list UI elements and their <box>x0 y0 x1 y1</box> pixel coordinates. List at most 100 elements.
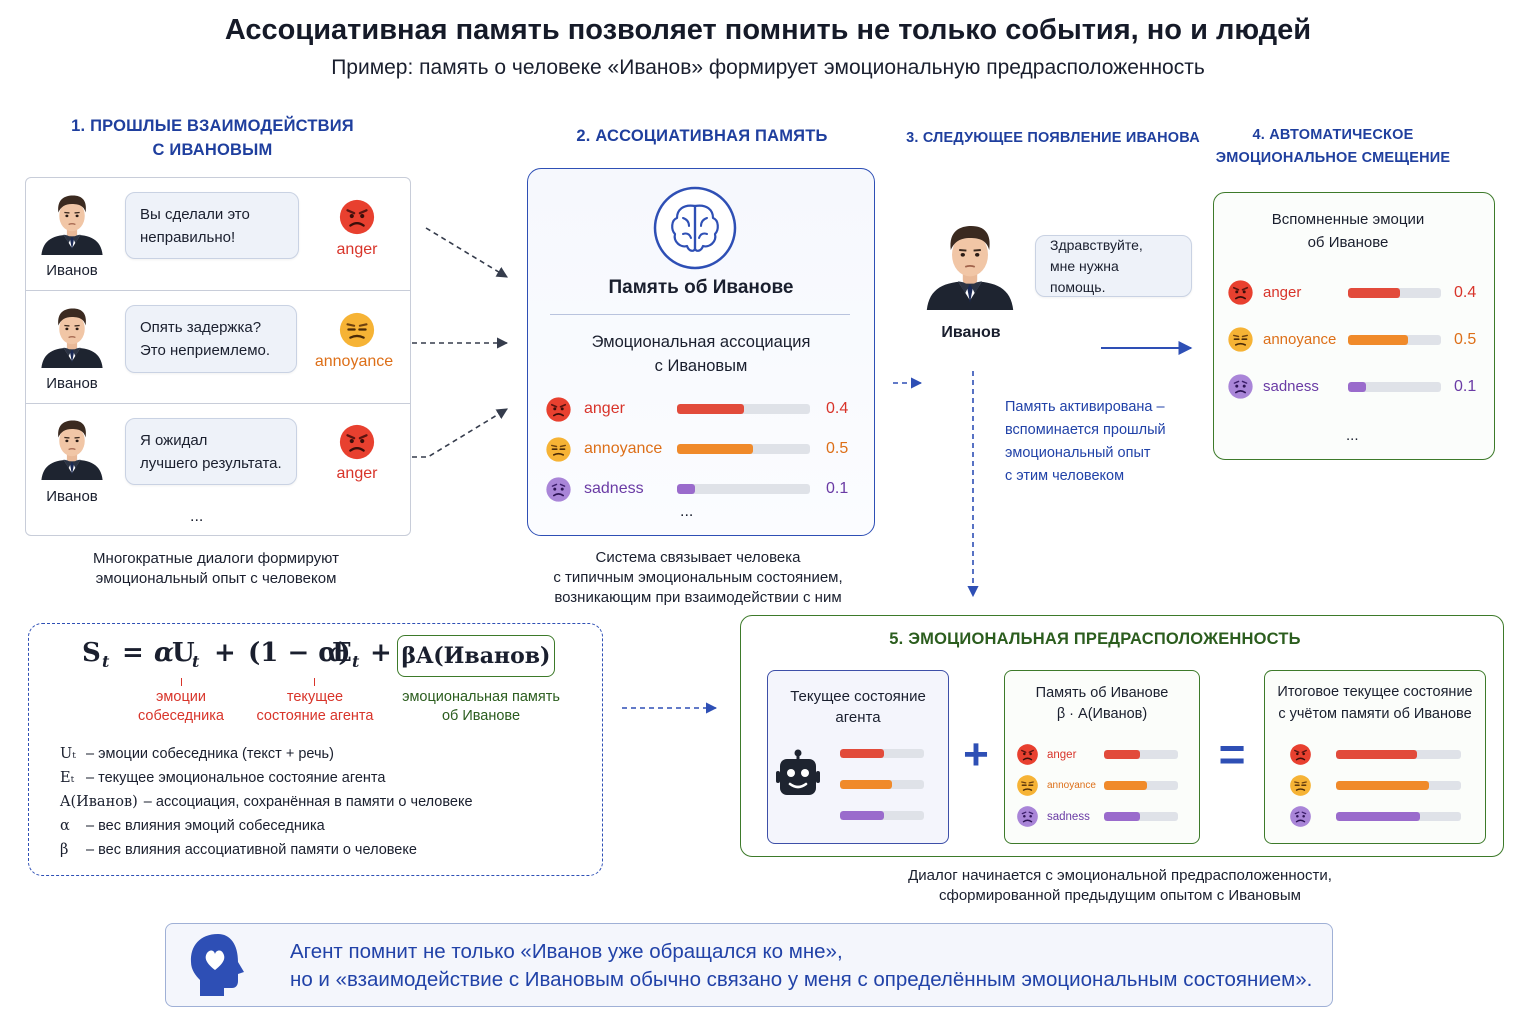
formula-paren: (1 − α) <box>248 638 351 668</box>
emotion-bar <box>1104 750 1178 759</box>
section-2-header: 2. АССОЦИАТИВНАЯ ПАМЯТЬ <box>576 127 828 145</box>
legend-symbol: Eₜ <box>60 770 75 786</box>
bubble-line: Вы сделали это <box>140 205 250 223</box>
emotion-value: 0.4 <box>1454 283 1477 301</box>
formula-label-line: собеседника <box>138 708 224 724</box>
emotion-row <box>1289 770 1479 801</box>
card-title-line: β · A(Иванов) <box>1056 706 1148 722</box>
emotion-label: sadness <box>584 480 644 497</box>
summary-line: но и «взаимодействие с Ивановым обычно с… <box>290 968 1313 991</box>
divider <box>26 290 410 291</box>
page-title: Ассоциативная память позволяет помнить н… <box>224 14 1312 46</box>
head-heart-icon <box>190 934 244 996</box>
emotion-label: sadness <box>1263 378 1319 395</box>
section-3-header: 3. СЛЕДУЮЩЕЕ ПОЯВЛЕНИЕ ИВАНОВА <box>906 130 1200 146</box>
recalled-title-line: об Иванове <box>1307 234 1389 251</box>
emotion-value: 0.5 <box>1454 330 1477 348</box>
formula-label-line: эмоции <box>156 689 206 705</box>
state-bar <box>840 780 924 789</box>
annoyance-face-icon <box>1016 774 1039 797</box>
emotion-bar-fill <box>1348 334 1408 345</box>
memory-assoc-caption: Эмоциональная ассоциация с Ивановым <box>527 330 875 378</box>
card-title-line: агента <box>835 709 881 726</box>
formula-subscript: t <box>192 652 200 671</box>
memory-term-title: Память об Иванове β · A(Иванов) <box>1004 683 1200 725</box>
robot-icon <box>776 749 820 795</box>
formula-label-line: текущее <box>286 689 344 705</box>
emotion-bar-fill <box>677 404 744 414</box>
ellipsis: ... <box>190 508 204 525</box>
speech-bubble: Вы сделали это неправильно! <box>125 192 299 259</box>
formula-plus: + <box>370 638 392 668</box>
ivanov-name: Иванов <box>46 375 98 392</box>
annoyance-face-icon <box>1289 774 1312 797</box>
formula-label-line: об Иванове <box>441 708 521 724</box>
bubble-line: лучшего результата. <box>140 454 282 472</box>
ellipsis: ... <box>680 503 694 520</box>
bubble-line: неправильно! <box>140 228 236 246</box>
legend-text: – ассоциация, сохранённая в памяти о чел… <box>143 794 473 810</box>
legend-symbol: Uₜ <box>60 746 76 762</box>
memory-term-list: anger annoyance sadness <box>1016 739 1186 832</box>
emotion-bar-fill <box>1104 781 1147 790</box>
bubble-line: Я ожидал <box>140 431 208 449</box>
formula-tick <box>181 678 182 686</box>
anger-face-icon <box>1289 743 1312 766</box>
emotion-bar <box>677 444 810 454</box>
state-bar <box>1336 781 1461 790</box>
ivanov-name: Иванов <box>941 324 1001 341</box>
page-subtitle: Пример: память о человеке «Иванов» форми… <box>331 56 1205 79</box>
formula-legend: Uₜ– эмоции собеседника (текст + речь) Eₜ… <box>60 746 590 866</box>
anger-face-icon <box>1227 279 1254 306</box>
card-title-line: Память об Иванове <box>1035 685 1169 701</box>
caption-line: эмоциональный опыт с человеком <box>95 570 337 587</box>
state-bar-fill <box>840 811 884 820</box>
bubble-line: Это неприемлемо. <box>140 342 271 359</box>
sadness-face-icon <box>1016 805 1039 828</box>
arrow-3-to-memory <box>412 408 508 458</box>
card-title-line: с учётом памяти об Иванове <box>1278 706 1472 722</box>
caption-line: возникающим при взаимодействии с ним <box>554 589 842 606</box>
formula-alpha: α <box>154 638 175 668</box>
emotion-label: anger <box>336 241 378 258</box>
note-line: Память активирована – <box>1005 399 1165 415</box>
caption-interactions: Многократные диалоги формируют эмоционал… <box>40 549 392 589</box>
sadness-face-icon <box>545 476 572 503</box>
emotion-bar <box>1348 381 1441 392</box>
anger-face-icon <box>545 396 572 423</box>
emotion-bar-fill <box>1104 750 1140 759</box>
summary-banner: Агент помнит не только «Иванов уже обращ… <box>165 923 1333 1007</box>
emotion-label: anger <box>584 400 625 417</box>
emotion-row: anger 0.4 <box>545 389 855 429</box>
emotion-label: sadness <box>1047 810 1090 823</box>
emotion-bar-fill <box>1348 287 1400 298</box>
legend-row: A(Иванов)– ассоциация, сохранённая в пам… <box>60 794 590 818</box>
emotion-label: anger <box>1263 284 1302 301</box>
final-state-list <box>1289 739 1479 832</box>
state-bar-fill <box>1336 812 1420 821</box>
speech-bubble: Здравствуйте, мне нужна помощь. <box>1035 235 1192 297</box>
note-line: с этим человеком <box>1005 468 1125 484</box>
summary-text: Агент помнит не только «Иванов уже обращ… <box>290 938 1312 994</box>
emotion-value: 0.4 <box>826 400 849 417</box>
formula-u: U <box>172 638 195 668</box>
emotion-bar <box>677 484 810 494</box>
emotion-bar-fill <box>1104 812 1140 821</box>
section-4-line-1: 4. АВТОМАТИЧЕСКОЕ <box>1252 127 1414 143</box>
ivanov-name: Иванов <box>46 488 98 505</box>
formula-subscript: t <box>352 652 360 671</box>
emotion-row <box>1289 739 1479 770</box>
anger-face-icon <box>1016 743 1039 766</box>
section-5-header: 5. ЭМОЦИОНАЛЬНАЯ ПРЕДРАСПОЛОЖЕННОСТЬ <box>889 630 1301 648</box>
legend-text: – вес влияния ассоциативной памяти о чел… <box>86 842 417 858</box>
emotion-label: annoyance <box>1263 331 1337 348</box>
state-bar-fill <box>840 749 884 758</box>
state-bar-fill <box>840 780 893 789</box>
ivanov-avatar-large <box>922 208 1018 316</box>
emotion-row: sadness 0.1 <box>1227 363 1482 410</box>
state-bar <box>840 811 924 820</box>
formula-plus: + <box>214 638 236 668</box>
state-bar-fill <box>1336 750 1418 759</box>
caption-line: сформированной предыдущим опытом с Ивано… <box>938 887 1301 904</box>
